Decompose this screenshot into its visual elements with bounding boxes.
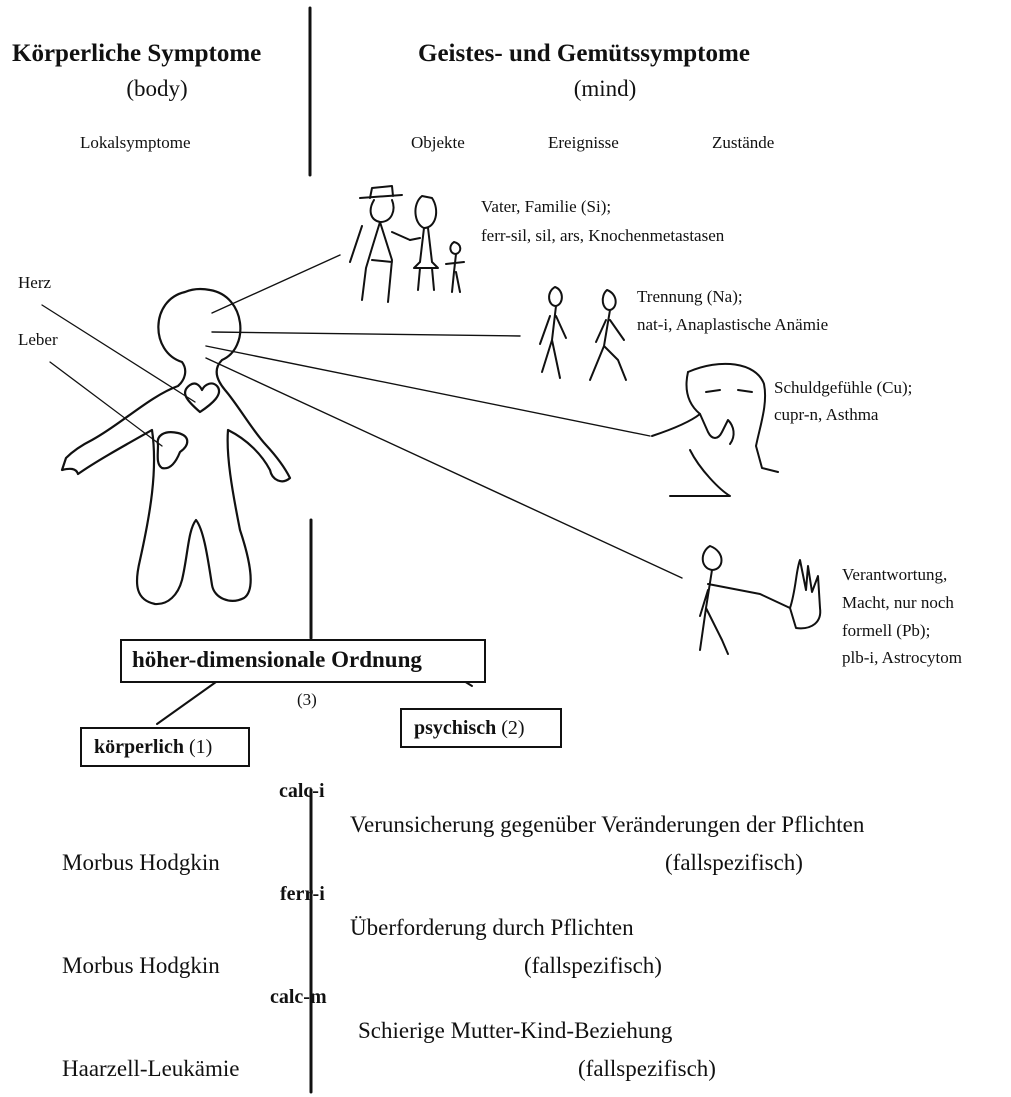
case-theme-2: Überforderung durch Pflichten: [350, 915, 634, 940]
higher-order-box: höher-dimensionale Ordnung: [120, 639, 486, 683]
mind-item-responsibility-line2: Macht, nur noch: [842, 593, 954, 612]
case-theme-3: Schierige Mutter-Kind-Beziehung: [358, 1018, 673, 1043]
case-disease-2: Morbus Hodgkin: [62, 953, 220, 978]
liver-label: Leber: [18, 330, 58, 349]
heart-organ: [183, 382, 221, 414]
physical-box: körperlich (1): [80, 727, 250, 767]
case-theme-1: Verunsicherung gegenüber Veränderungen d…: [350, 812, 865, 837]
case-remedy-3: calc-m: [270, 986, 327, 1008]
walking-figures: [539, 286, 627, 381]
family-figures: [349, 185, 465, 303]
physical-number: (1): [189, 736, 213, 758]
case-note-2: (fallspezifisch): [524, 953, 662, 978]
mind-item-responsibility-line3: formell (Pb);: [842, 621, 931, 640]
ashamed-face-figure: [651, 362, 779, 497]
liver-organ: [156, 431, 189, 470]
higher-order-label: höher-dimensionale Ordnung: [132, 647, 422, 672]
heart-label: Herz: [18, 273, 52, 292]
mind-item-family-line1: Vater, Familie (Si);: [481, 197, 612, 216]
case-note-1: (fallspezifisch): [665, 850, 803, 875]
case-disease-3: Haarzell-Leukämie: [62, 1056, 240, 1081]
col-events: Ereignisse: [548, 133, 619, 152]
mind-item-separation-line2: nat-i, Anaplastische Anämie: [637, 315, 829, 334]
case-disease-1: Morbus Hodgkin: [62, 850, 220, 875]
mind-item-separation-line1: Trennung (Na);: [637, 287, 743, 306]
mind-symptoms-title: Geistes- und Gemütssymptome: [418, 40, 750, 67]
local-symptoms-label: Lokalsymptome: [80, 133, 191, 152]
body-figure: [60, 287, 292, 606]
psychic-number: (2): [501, 717, 525, 739]
psychic-label: psychisch: [414, 717, 497, 739]
case-note-3: (fallspezifisch): [578, 1056, 716, 1081]
col-states: Zustände: [712, 133, 775, 152]
mind-item-family-line2: ferr-sil, sil, ars, Knochenmetastasen: [481, 226, 725, 245]
case-remedy-1: calc-i: [279, 780, 325, 802]
physical-label: körperlich: [94, 736, 184, 758]
mind-item-responsibility-line4: plb-i, Astrocytom: [842, 648, 962, 667]
col-objects: Objekte: [411, 133, 465, 152]
body-symptoms-title: Körperliche Symptome: [12, 40, 262, 67]
pushing-figure: [699, 545, 822, 655]
mind-item-responsibility-line1: Verantwortung,: [842, 565, 948, 584]
higher-order-number: (3): [297, 690, 317, 709]
case-remedy-2: ferr-i: [280, 883, 325, 905]
mind-subtitle: (mind): [573, 76, 637, 101]
body-subtitle: (body): [126, 76, 188, 101]
mind-item-guilt-line2: cupr-n, Asthma: [774, 405, 879, 424]
psychic-box: psychisch (2): [400, 708, 562, 748]
mind-item-guilt-line1: Schuldgefühle (Cu);: [774, 378, 913, 397]
